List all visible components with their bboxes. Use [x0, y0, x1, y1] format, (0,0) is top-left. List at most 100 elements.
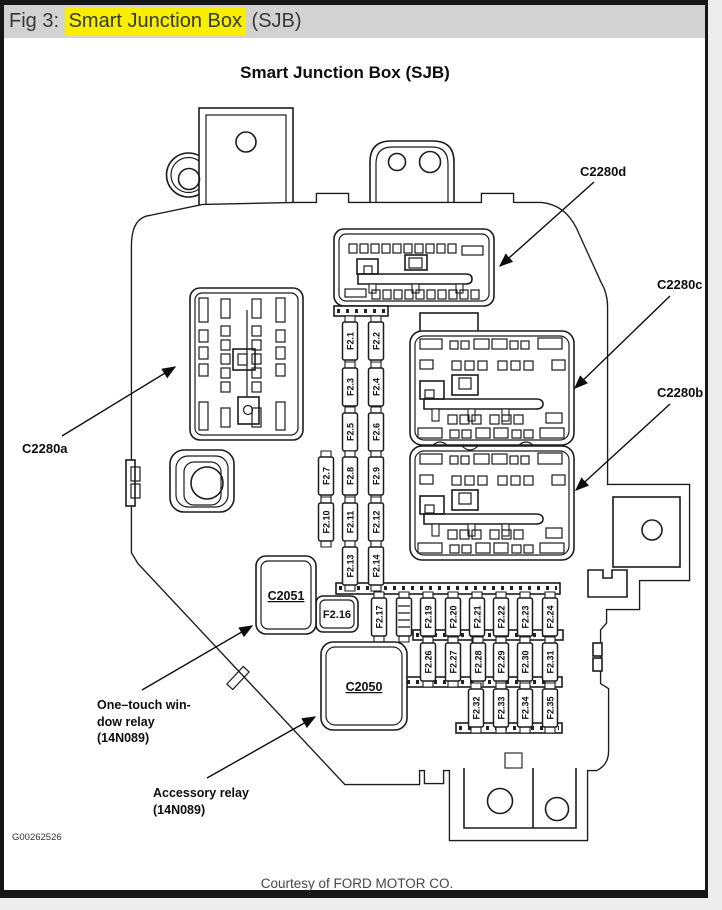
accessory-arrow	[206, 716, 317, 779]
svg-text:F2.32: F2.32	[472, 696, 482, 719]
fuse: F2.5	[341, 406, 359, 458]
svg-text:F2.20: F2.20	[449, 605, 459, 628]
fuse: F2.1	[341, 315, 359, 367]
svg-text:F2.31: F2.31	[546, 650, 556, 673]
svg-text:F2.5: F2.5	[346, 423, 356, 441]
connector-c2280c-block	[409, 330, 575, 446]
svg-text:F2.21: F2.21	[473, 605, 483, 628]
svg-text:F2.6: F2.6	[372, 423, 382, 441]
callout-c2280d: C2280d	[498, 164, 626, 267]
svg-text:F2.33: F2.33	[497, 696, 507, 719]
fuse: F2.12	[367, 496, 385, 548]
fuse: F2.20	[444, 591, 462, 643]
svg-text:F2.16: F2.16	[323, 609, 351, 621]
fuse: F2.35	[541, 682, 559, 734]
svg-text:F2.13: F2.13	[346, 554, 356, 577]
reference-code: G00262526	[12, 832, 62, 843]
fuse: F2.22	[492, 591, 510, 643]
accessory-relay-c2050: C2050	[320, 641, 408, 731]
fig-caption-highlight: Smart Junction Box	[64, 7, 246, 36]
fuse: F2.9	[367, 450, 385, 502]
svg-text:F2.34: F2.34	[521, 696, 531, 719]
svg-text:(14N089): (14N089)	[97, 731, 149, 745]
fuse: F2.30	[516, 636, 534, 688]
svg-text:F2.9: F2.9	[372, 467, 382, 485]
one-touch-window-relay-c2051: C2051	[255, 555, 317, 635]
svg-text:C2280a: C2280a	[22, 441, 68, 456]
c2280c-arrow	[573, 295, 671, 389]
svg-text:F2.19: F2.19	[424, 605, 434, 628]
fuse: F2.23	[516, 591, 534, 643]
diagonal-hatch	[226, 665, 250, 691]
svg-text:F2.8: F2.8	[346, 467, 356, 485]
svg-text:F2.26: F2.26	[424, 650, 434, 673]
connector-c2280d-block	[333, 228, 495, 307]
fuse-striped-slot	[395, 591, 413, 643]
fuse: F2.13	[341, 540, 359, 592]
svg-text:C2051: C2051	[268, 589, 305, 603]
figure-caption-bar: Fig 3: Smart Junction Box (SJB)	[4, 5, 705, 38]
svg-text:F2.12: F2.12	[372, 510, 382, 533]
svg-text:F2.2: F2.2	[372, 332, 382, 350]
one-touch-arrow	[141, 625, 254, 691]
fuse: F2.33	[492, 682, 510, 734]
svg-text:C2280d: C2280d	[580, 164, 626, 179]
svg-text:F2.35: F2.35	[546, 696, 556, 719]
fig-caption-prefix: Fig 3:	[9, 10, 65, 32]
fuse: F2.17	[370, 591, 388, 643]
svg-text:F2.4: F2.4	[372, 378, 382, 396]
c2280a-arrow	[61, 366, 177, 437]
fuse: F2.27	[444, 636, 462, 688]
connector-c2280a-block	[189, 287, 304, 441]
fuse: F2.24	[541, 591, 559, 643]
fig-caption-suffix: (SJB)	[246, 10, 302, 32]
fuse-row-3: F2.32 F2.33 F2.34 F2.35	[467, 682, 559, 734]
svg-text:C2280b: C2280b	[657, 385, 703, 400]
fuse: F2.10	[317, 496, 335, 548]
fuse: F2.32	[467, 682, 485, 734]
svg-text:F2.3: F2.3	[346, 378, 356, 396]
svg-text:F2.14: F2.14	[372, 554, 382, 577]
fuse-f216-box: F2.16	[315, 595, 359, 633]
svg-text:dow relay: dow relay	[97, 715, 155, 729]
svg-text:One–touch win-: One–touch win-	[97, 698, 191, 712]
fuse: F2.7	[317, 450, 335, 502]
fuse: F2.19	[419, 591, 437, 643]
fuse: F2.26	[419, 636, 437, 688]
fuse: F2.21	[468, 591, 486, 643]
svg-text:F2.23: F2.23	[521, 605, 531, 628]
svg-text:F2.17: F2.17	[375, 605, 385, 628]
fuse: F2.28	[469, 636, 487, 688]
svg-text:F2.22: F2.22	[497, 605, 507, 628]
svg-text:F2.7: F2.7	[322, 467, 332, 485]
right-mount-tab-inner	[612, 496, 681, 568]
svg-text:F2.28: F2.28	[474, 650, 484, 673]
fuse: F2.2	[367, 315, 385, 367]
svg-text:F2.11: F2.11	[346, 511, 356, 534]
fuse: F2.11	[341, 496, 359, 548]
fuse: F2.3	[341, 361, 359, 413]
right-edge-clips	[592, 642, 603, 672]
callout-c2280b: C2280b	[574, 385, 703, 491]
c-block-top-tab	[419, 312, 479, 334]
connector-c2280b-block	[409, 441, 575, 561]
callout-c2280a: C2280a	[22, 366, 177, 456]
fuse-column-area: F2.1 F2.2 F2.3 F2.4 F2.5 F2.6 F2.7 F2.8 …	[317, 315, 385, 592]
mounting-hump-top	[369, 140, 455, 206]
courtesy-line: Courtesy of FORD MOTOR CO.	[261, 876, 454, 891]
ear-bolt-hole	[177, 167, 201, 191]
callout-one-touch-window-relay: One–touch win- dow relay (14N089)	[97, 625, 254, 745]
left-edge-clip	[125, 459, 141, 507]
svg-text:F2.10: F2.10	[322, 510, 332, 533]
fuse: F2.34	[516, 682, 534, 734]
callout-accessory-relay: Accessory relay (14N089)	[153, 716, 317, 817]
fuse: F2.6	[367, 406, 385, 458]
fuse: F2.4	[367, 361, 385, 413]
callout-c2280c: C2280c	[573, 277, 703, 389]
svg-text:F2.29: F2.29	[497, 650, 507, 673]
right-notched-clip	[587, 569, 628, 598]
fuse-row-2: F2.26 F2.27 F2.28 F2.29 F2.30 F2.31	[419, 636, 559, 688]
fuse: F2.29	[492, 636, 510, 688]
bottom-mount-tab-inner	[463, 752, 577, 829]
